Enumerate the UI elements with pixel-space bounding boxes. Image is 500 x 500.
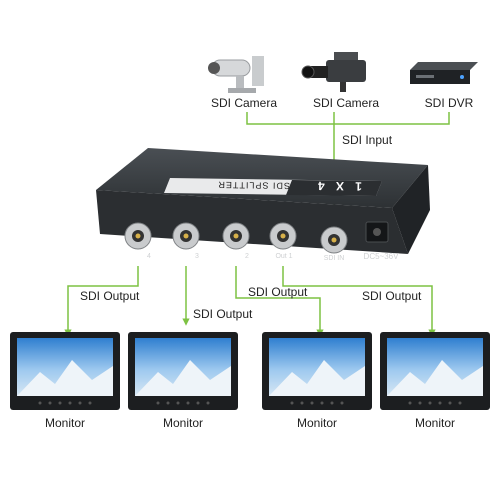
monitor-label-4: Monitor [414,416,456,430]
output-line-4 [282,266,436,337]
port-label-2: 2 [245,253,249,260]
port-label-4: 4 [147,253,151,260]
source-label-2: SDI Camera [312,96,380,110]
bnc-port-1 [269,222,297,250]
source-label-3: SDI DVR [424,96,474,110]
monitor-3 [262,332,372,410]
output-label-2: SDI Output [193,307,253,321]
output-line-1 [64,266,139,337]
monitor-4 [380,332,490,410]
monitor-label-2: Monitor [162,416,204,430]
device-title: SDI SPLITTER [217,179,291,191]
power-label: DC5~36V [363,252,399,261]
sdi-splitter-device [96,148,430,254]
output-label-3: SDI Output [248,285,308,299]
port-label-3: 3 [195,253,199,260]
port-label-in: SDI IN [323,255,345,262]
bnc-port-4 [124,222,152,250]
monitor-label-1: Monitor [44,416,86,430]
security-camera-icon [208,56,264,93]
video-camera-icon [301,52,366,92]
monitor-label-3: Monitor [296,416,338,430]
output-label-4: SDI Output [362,289,422,303]
output-line-3 [235,266,324,337]
bnc-port-3 [172,222,200,250]
input-label: SDI Input [342,133,393,147]
monitor-2 [128,332,238,410]
monitor-1 [10,332,120,410]
input-line-camera-1 [246,112,450,125]
port-label-1: Out 1 [275,253,293,260]
source-label-1: SDI Camera [210,96,278,110]
bnc-port-in [320,226,348,254]
device-badge: 1 X 4 [313,178,363,194]
power-jack [365,221,389,243]
dvr-icon [410,62,478,84]
bnc-port-2 [222,222,250,250]
output-label-1: SDI Output [80,289,140,303]
